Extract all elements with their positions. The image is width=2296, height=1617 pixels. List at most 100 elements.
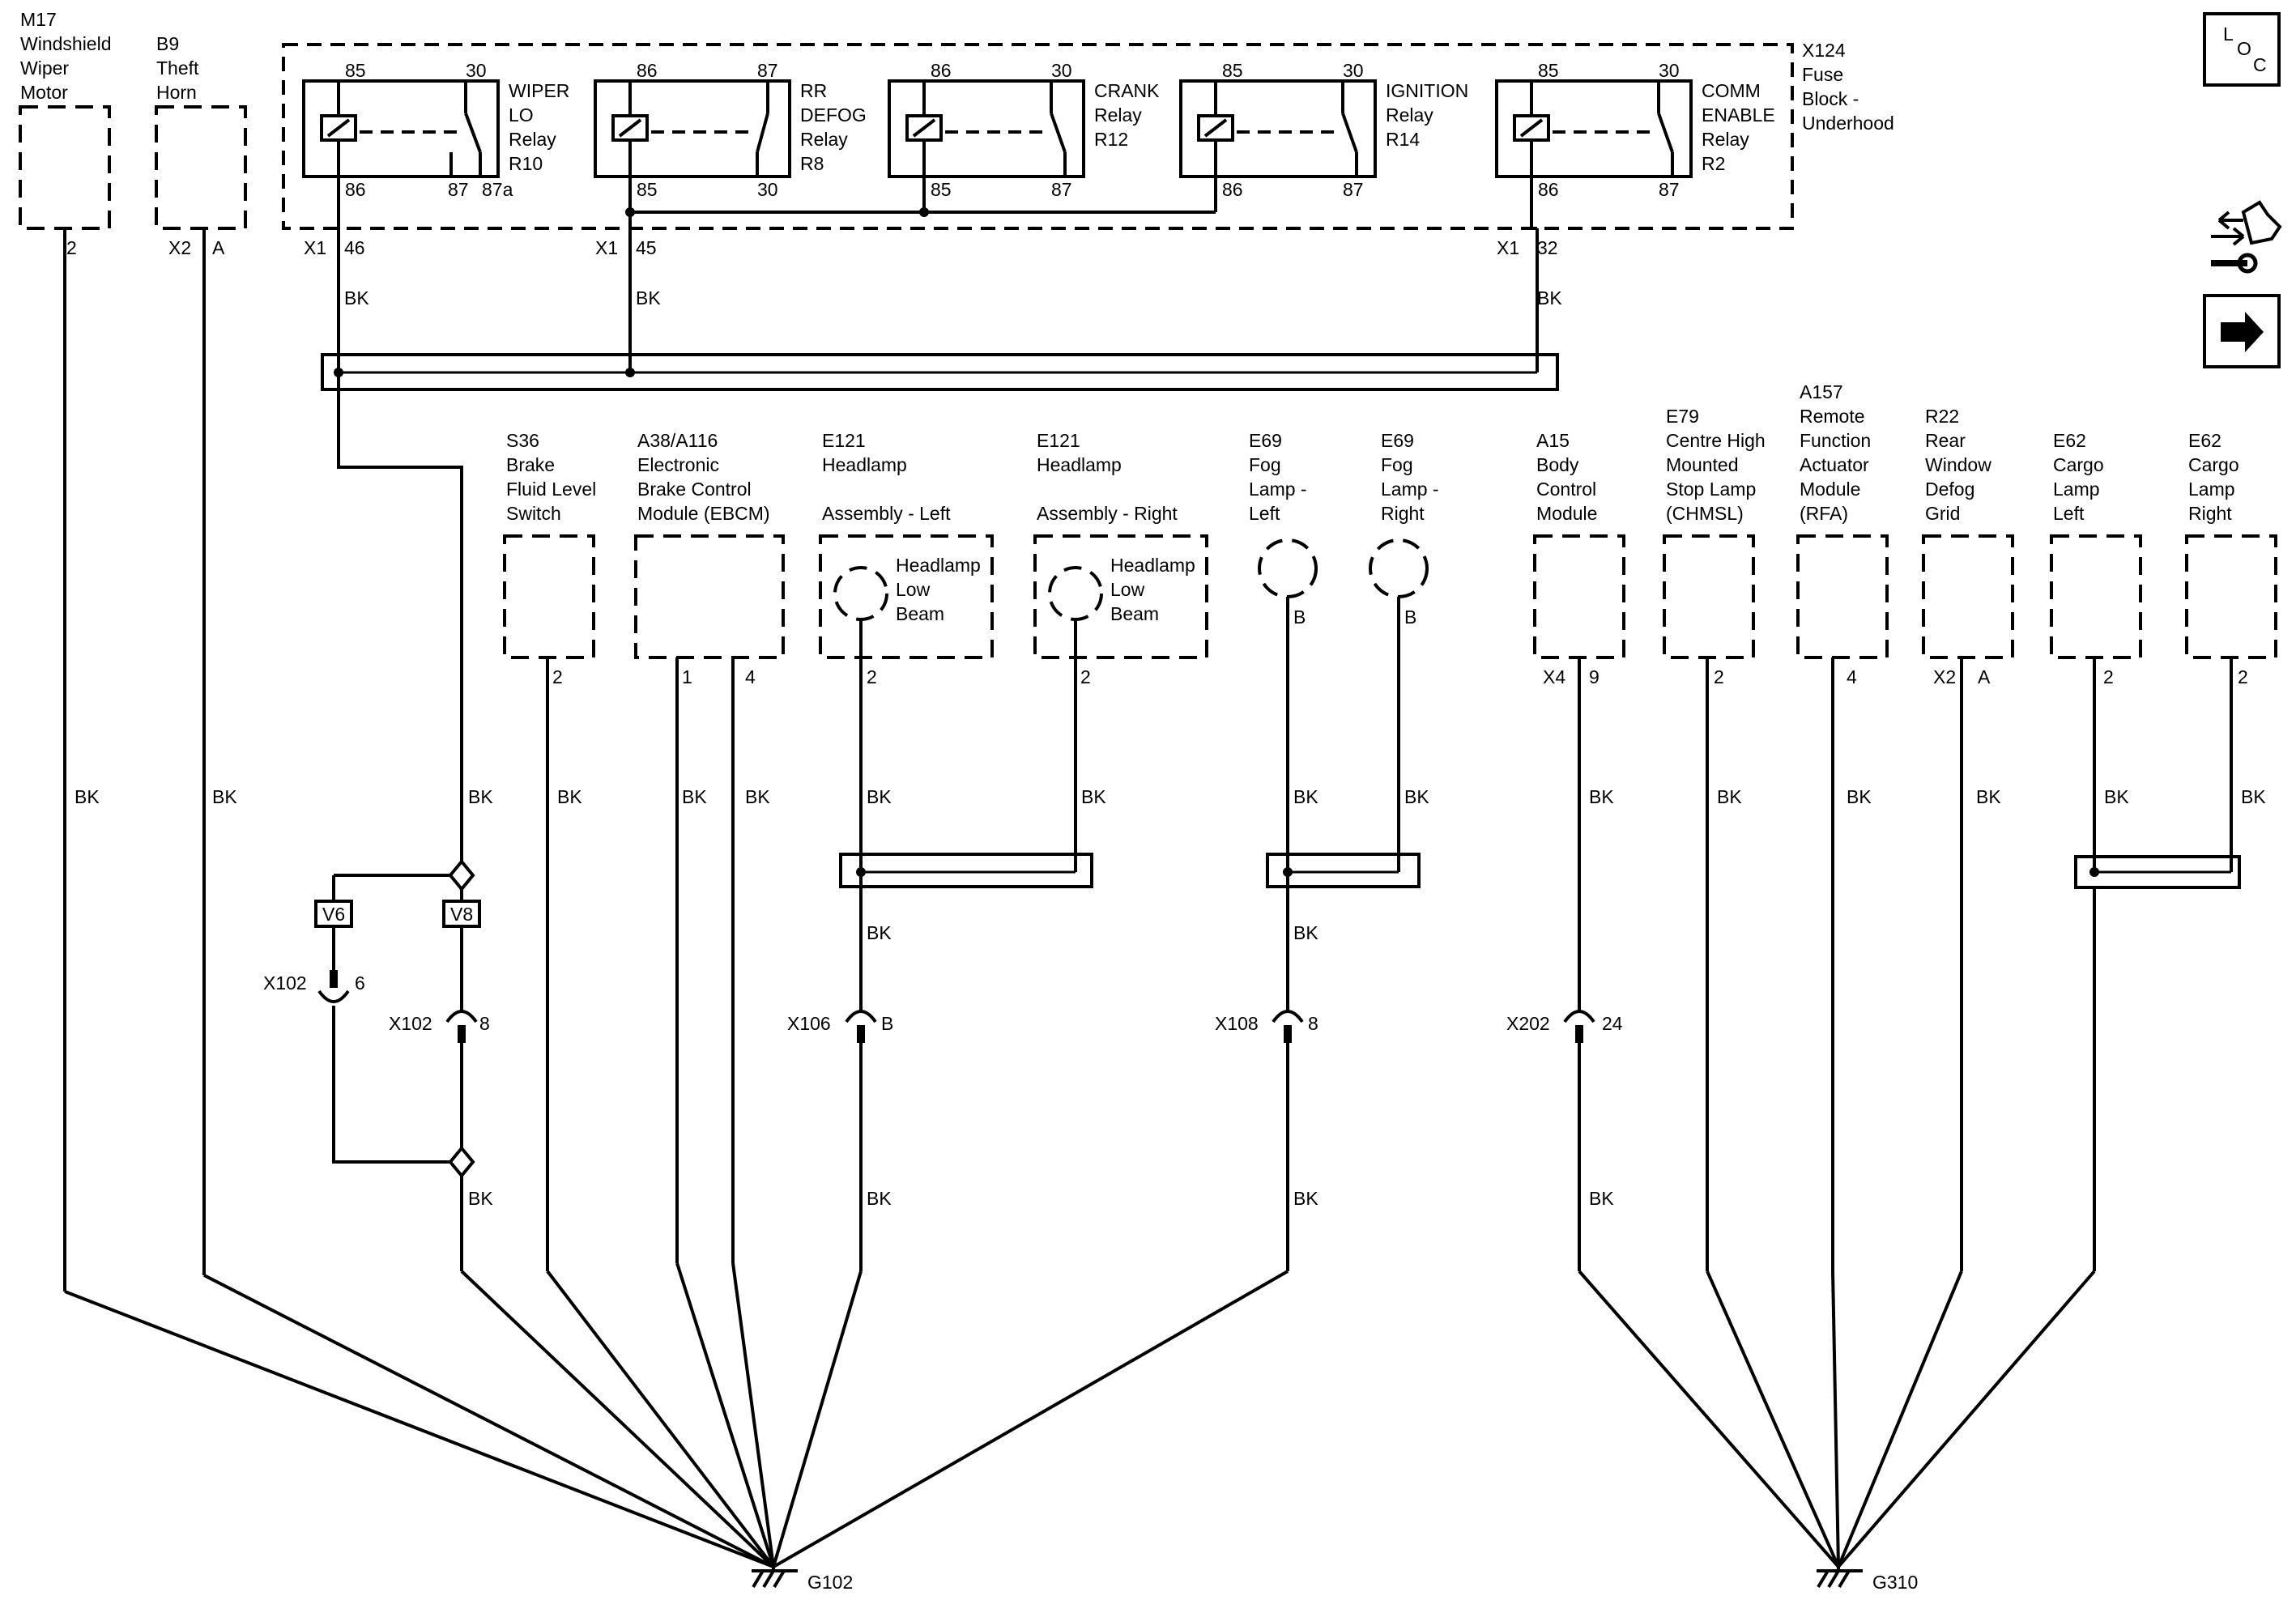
svg-text:BK: BK bbox=[1081, 786, 1106, 807]
component-box bbox=[634, 534, 785, 659]
svg-text:4: 4 bbox=[1847, 666, 1857, 687]
svg-text:Windshield: Windshield bbox=[20, 33, 112, 54]
svg-text:2: 2 bbox=[66, 237, 77, 258]
component-e69-fog-lamp-right: E69 Fog Lamp - Right B BK bbox=[1369, 430, 1439, 872]
svg-text:Headlamp: Headlamp bbox=[1037, 454, 1122, 475]
svg-text:Electronic: Electronic bbox=[637, 454, 719, 475]
svg-text:X2: X2 bbox=[168, 237, 191, 258]
svg-text:R10: R10 bbox=[509, 153, 543, 174]
svg-text:IGNITION: IGNITION bbox=[1386, 80, 1468, 101]
relay-r10-wiper-lo: 85 30 86 87 87a WIPER LO Relay R10 bbox=[302, 60, 569, 200]
svg-text:Lamp -: Lamp - bbox=[1249, 479, 1307, 500]
svg-text:45: 45 bbox=[636, 237, 657, 258]
svg-text:Stop Lamp: Stop Lamp bbox=[1666, 479, 1756, 500]
ground-g102-wires bbox=[64, 1262, 1289, 1568]
svg-text:Cargo: Cargo bbox=[2053, 454, 2104, 475]
svg-text:Underhood: Underhood bbox=[1802, 113, 1894, 134]
svg-text:Grid: Grid bbox=[1925, 503, 1960, 524]
component-e121-headlamp-right: E121 Headlamp Assembly - Right Headlamp … bbox=[1033, 430, 1208, 872]
splice-diamond-top bbox=[448, 858, 475, 892]
svg-text:WIPER: WIPER bbox=[509, 80, 569, 101]
connector-x102-6-icon bbox=[317, 989, 350, 1003]
svg-text:24: 24 bbox=[1602, 1013, 1623, 1034]
svg-text:Headlamp: Headlamp bbox=[822, 454, 907, 475]
svg-text:E121: E121 bbox=[822, 430, 866, 451]
svg-text:Mounted: Mounted bbox=[1666, 454, 1739, 475]
svg-text:Relay: Relay bbox=[1094, 104, 1142, 126]
svg-text:A157: A157 bbox=[1800, 381, 1843, 402]
svg-text:BK: BK bbox=[2241, 786, 2266, 807]
component-r22-rear-window-defog-grid: R22 Rear Window Defog Grid X2 A BK bbox=[1922, 406, 2014, 1271]
svg-text:Block -: Block - bbox=[1802, 88, 1859, 109]
svg-text:2: 2 bbox=[2103, 666, 2114, 687]
svg-text:Centre High: Centre High bbox=[1666, 430, 1766, 451]
wrench-icon[interactable] bbox=[2211, 253, 2258, 274]
lamp-bulb-icon bbox=[1258, 538, 1318, 598]
svg-text:B: B bbox=[1404, 606, 1416, 628]
svg-text:CRANK: CRANK bbox=[1094, 80, 1160, 101]
svg-text:X106: X106 bbox=[787, 1013, 831, 1034]
right-arrow-icon bbox=[2221, 312, 2264, 352]
svg-text:Module: Module bbox=[1800, 479, 1860, 500]
variant-v8-box bbox=[442, 900, 481, 928]
wire-ground-feed bbox=[337, 372, 463, 865]
svg-text:S36: S36 bbox=[506, 430, 539, 451]
svg-text:BK: BK bbox=[867, 922, 892, 943]
svg-text:87: 87 bbox=[1051, 179, 1072, 200]
svg-text:Remote: Remote bbox=[1800, 406, 1865, 427]
svg-text:BK: BK bbox=[1847, 786, 1872, 807]
right-arrow-button[interactable] bbox=[2203, 294, 2281, 368]
svg-text:Beam: Beam bbox=[1110, 603, 1159, 624]
exchange-arrows-car-icon[interactable] bbox=[2211, 200, 2282, 246]
svg-text:BK: BK bbox=[1589, 786, 1614, 807]
component-box bbox=[2050, 534, 2142, 659]
ground-g102-icon bbox=[752, 1567, 798, 1589]
svg-text:BK: BK bbox=[1589, 1188, 1614, 1209]
svg-text:2: 2 bbox=[552, 666, 563, 687]
svg-text:Horn: Horn bbox=[156, 82, 197, 103]
loc-button[interactable]: L O C bbox=[2203, 12, 2281, 87]
splice-bar-cargo bbox=[2074, 855, 2241, 889]
component-e79-chmsl: E79 Centre High Mounted Stop Lamp (CHMSL… bbox=[1663, 406, 1766, 1271]
svg-text:Module: Module bbox=[1536, 503, 1597, 524]
svg-text:Fog: Fog bbox=[1381, 454, 1413, 475]
svg-text:Switch: Switch bbox=[506, 503, 561, 524]
svg-text:Lamp: Lamp bbox=[2188, 479, 2235, 500]
svg-text:X202: X202 bbox=[1506, 1013, 1550, 1034]
svg-text:1: 1 bbox=[682, 666, 692, 687]
svg-text:ENABLE: ENABLE bbox=[1702, 104, 1775, 126]
svg-text:B: B bbox=[1293, 606, 1306, 628]
svg-text:86: 86 bbox=[931, 60, 952, 81]
svg-text:Assembly - Left: Assembly - Left bbox=[822, 503, 951, 524]
svg-text:Low: Low bbox=[896, 579, 931, 600]
fuse-block-x124: X124 Fuse Block - Underhood 85 30 86 87 … bbox=[282, 40, 1894, 230]
svg-text:Motor: Motor bbox=[20, 82, 68, 103]
relay-r12-crank: 86 30 85 87 CRANK Relay R12 bbox=[888, 60, 1160, 200]
svg-text:X102: X102 bbox=[263, 972, 307, 994]
svg-text:X102: X102 bbox=[389, 1013, 432, 1034]
svg-text:BK: BK bbox=[867, 786, 892, 807]
component-a38-ebcm: A38/A116 Electronic Brake Control Module… bbox=[634, 430, 785, 1263]
svg-text:Fog: Fog bbox=[1249, 454, 1281, 475]
component-b9-theft-horn: B9 Theft Horn X2 A bbox=[155, 33, 247, 258]
component-box bbox=[503, 534, 595, 659]
svg-text:A38/A116: A38/A116 bbox=[637, 430, 718, 451]
svg-text:BK: BK bbox=[1404, 786, 1429, 807]
svg-text:X124: X124 bbox=[1802, 40, 1846, 61]
component-box bbox=[155, 105, 247, 230]
svg-text:LO: LO bbox=[509, 104, 534, 126]
svg-text:85: 85 bbox=[1538, 60, 1559, 81]
connector-x102-8-icon bbox=[445, 1010, 478, 1023]
component-box bbox=[1533, 534, 1625, 659]
svg-text:46: 46 bbox=[344, 237, 365, 258]
svg-text:Left: Left bbox=[2053, 503, 2085, 524]
svg-text:Lamp -: Lamp - bbox=[1381, 479, 1439, 500]
svg-text:X108: X108 bbox=[1215, 1013, 1259, 1034]
component-e62-cargo-lamp-left: E62 Cargo Lamp Left 2 BK bbox=[2050, 430, 2142, 872]
svg-text:Rear: Rear bbox=[1925, 430, 1966, 451]
svg-text:Fluid Level: Fluid Level bbox=[506, 479, 596, 500]
svg-text:B9: B9 bbox=[156, 33, 179, 54]
splice-diamond-bottom bbox=[448, 1145, 475, 1179]
svg-text:87a: 87a bbox=[482, 179, 513, 200]
ground-g310-icon bbox=[1817, 1567, 1863, 1589]
